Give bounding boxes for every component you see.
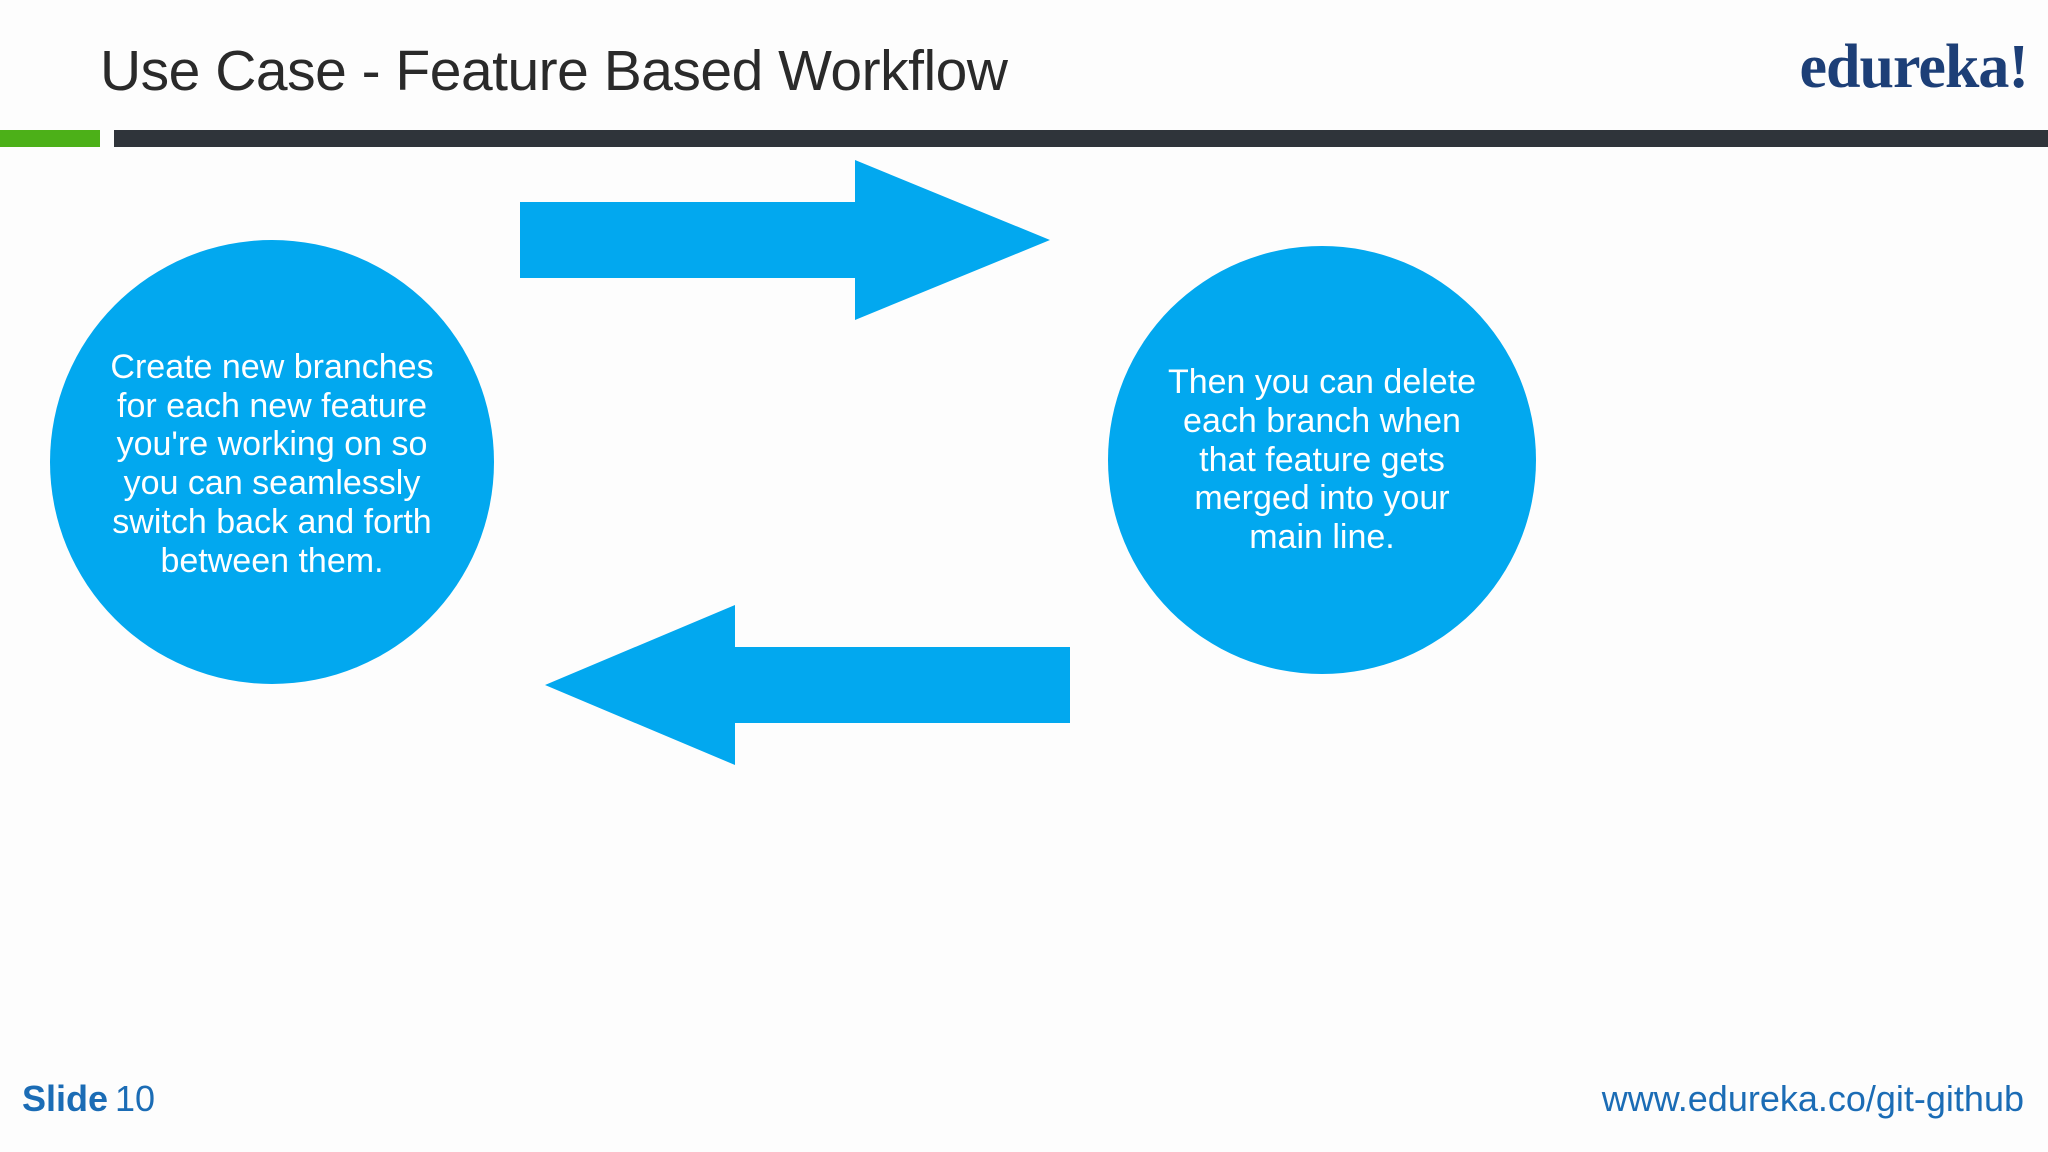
edureka-logo: edureka!	[1799, 33, 2029, 101]
flow-arrow-left-icon	[545, 605, 1070, 765]
diagram-node-right-text: Then you can delete each branch when tha…	[1167, 363, 1477, 557]
diagram-node-left: Create new branches for each new feature…	[50, 240, 494, 684]
diagram-node-right: Then you can delete each branch when tha…	[1108, 246, 1536, 674]
footer-url-link[interactable]: www.edureka.co/git-github	[1601, 1078, 2024, 1119]
page-title: Use Case - Feature Based Workflow	[100, 39, 1008, 103]
header-accent-bar-green	[0, 130, 100, 147]
diagram-canvas: Create new branches for each new feature…	[0, 150, 2048, 1030]
slide-header: Use Case - Feature Based Workflow edurek…	[0, 0, 2048, 150]
header-divider-bar	[114, 130, 2048, 147]
slide-number-value: 10	[115, 1078, 156, 1119]
slide-number-label: Slide	[22, 1078, 109, 1119]
diagram-node-left-text: Create new branches for each new feature…	[110, 347, 434, 580]
flow-arrow-right-icon	[520, 160, 1050, 320]
